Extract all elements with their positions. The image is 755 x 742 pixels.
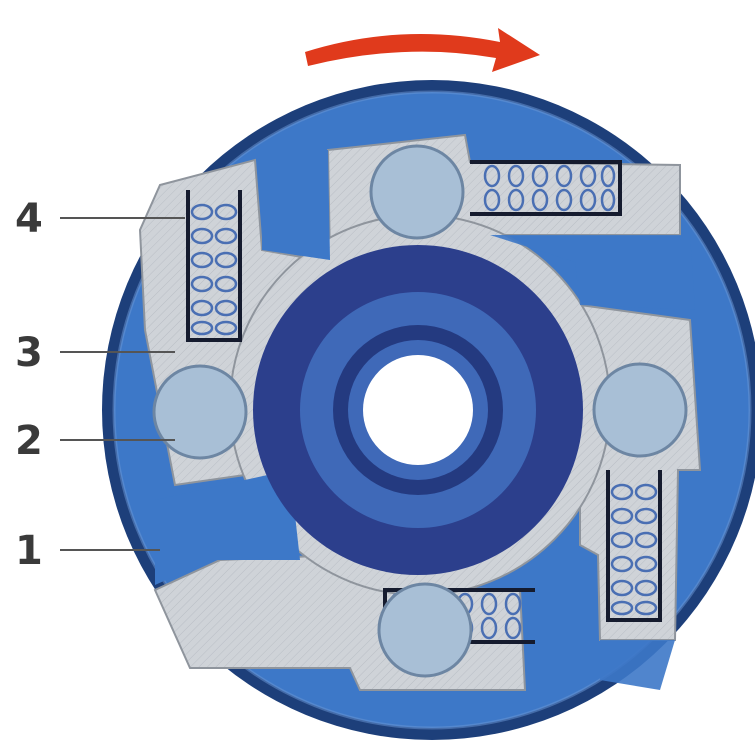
callout-label-4: 4 [15,196,43,242]
roller-left [154,366,246,458]
callout-label-1: 1 [15,528,43,574]
hub-bore [363,355,473,465]
roller-top [371,146,463,238]
roller-bottom [379,584,471,676]
roller-right [594,364,686,456]
callout-label-2: 2 [15,418,43,464]
rotation-arrow [305,28,540,72]
callout-label-3: 3 [15,330,43,376]
